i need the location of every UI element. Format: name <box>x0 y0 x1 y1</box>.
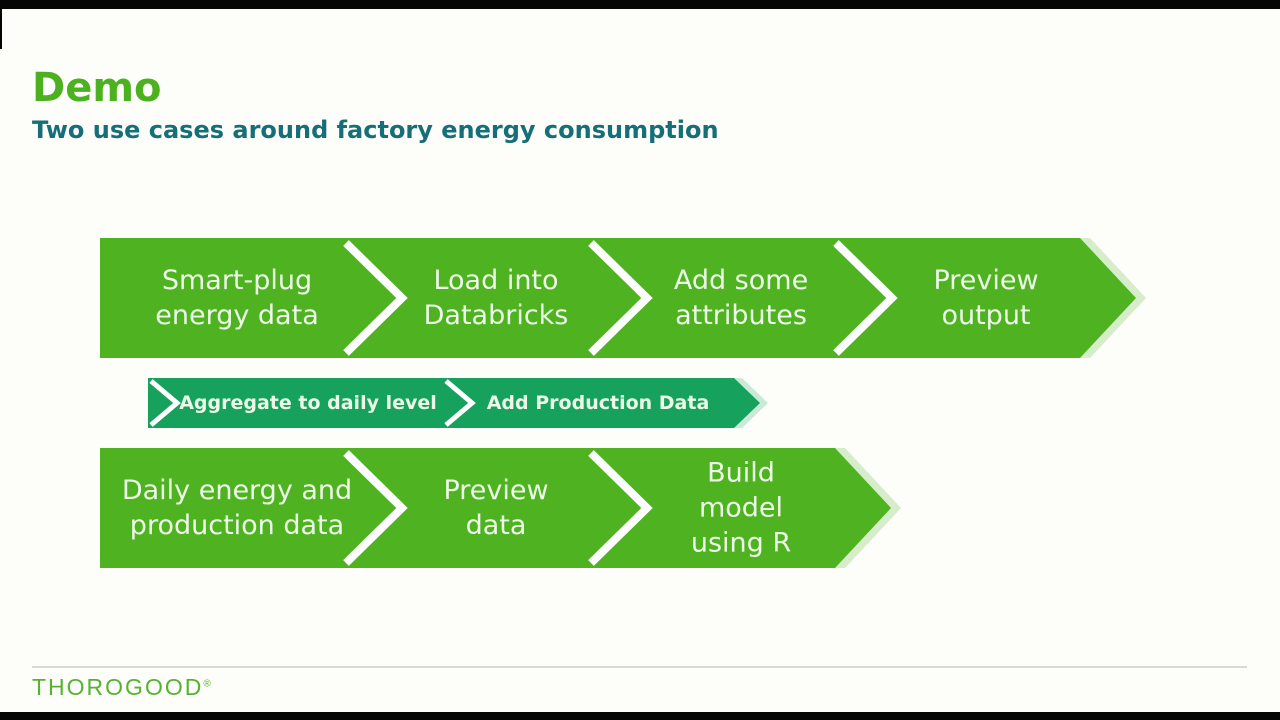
chevron-separator-icon <box>588 450 653 566</box>
flow-step-label: Daily energy and production data <box>121 474 353 541</box>
chevron-separator-icon <box>343 240 408 356</box>
page-subtitle: Two use cases around factory energy cons… <box>32 115 719 144</box>
page-title: Demo <box>32 64 162 111</box>
flow-step-label: Add Production Data <box>486 392 710 414</box>
chevron-separator-icon <box>833 240 898 356</box>
footer-divider <box>32 666 1247 668</box>
chevron-band-top <box>100 238 1136 358</box>
flow-step-label: Smart-plug energy data <box>155 264 319 331</box>
chevron-separator-icon <box>149 379 181 427</box>
flow-step-label: Build model using R <box>690 457 792 559</box>
letterbox-bar-top <box>0 0 1280 9</box>
flow-step-label: Add some attributes <box>673 264 809 331</box>
chevron-separator-icon <box>588 240 653 356</box>
letterbox-edge-sliver <box>0 9 2 49</box>
thorogood-logo: THOROGOOD® <box>32 674 211 701</box>
chevron-separator-icon <box>343 450 408 566</box>
flow-step-label: Preview data <box>443 474 549 541</box>
chevron-band-bottom <box>100 448 891 568</box>
chevron-separator-icon <box>444 379 476 427</box>
logo-text: THOROGOOD <box>32 674 204 700</box>
flow-step-label: Aggregate to daily level <box>179 392 437 414</box>
letterbox-bar-bottom <box>0 712 1280 720</box>
registered-mark: ® <box>203 678 211 690</box>
chevron-band-middle <box>148 378 760 428</box>
flow-step-label: Load into Databricks <box>423 264 569 331</box>
flow-step-label: Preview output <box>933 264 1039 331</box>
